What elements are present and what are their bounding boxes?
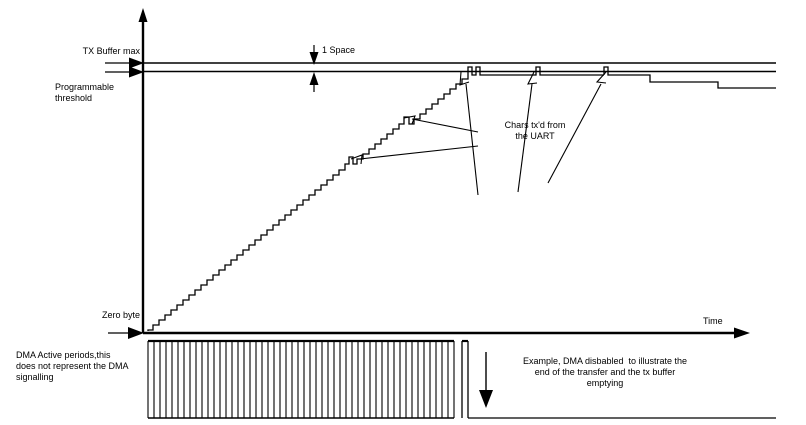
chars-txd-arrow-2	[517, 71, 538, 193]
dma-disabled-pointer	[479, 352, 493, 408]
one-space-label: 1 Space	[322, 45, 356, 55]
programmable-threshold-pointer	[105, 66, 144, 78]
buffer-level-staircase	[147, 75, 469, 331]
dma-disabled-label: Example, DMA disbabled to illustrate the…	[522, 356, 688, 388]
chars-txd-label: Chars tx'd from the UART	[504, 120, 566, 141]
time-axis-label: Time	[703, 316, 723, 326]
buffer-drain-staircase	[603, 66, 776, 89]
dma-final-pulse	[461, 339, 469, 418]
dma-active-block	[147, 339, 455, 419]
y-axis	[138, 8, 148, 333]
chars-txd-arrow-1	[459, 71, 479, 196]
x-axis	[143, 327, 750, 339]
chars-txd-arrow-5	[350, 145, 479, 165]
programmable-threshold-label: Programmable threshold	[55, 82, 115, 103]
zero-byte-pointer	[108, 327, 144, 339]
chars-txd-arrow-4	[403, 115, 479, 133]
dma-active-label: DMA Active periods,this does not represe…	[16, 350, 129, 382]
chars-txd-arrow-3	[547, 71, 607, 184]
one-space-arrow	[309, 45, 319, 92]
tx-buffer-max-pointer	[105, 57, 144, 69]
zero-byte-label: Zero byte	[101, 310, 140, 320]
buffer-plateau-with-notches	[467, 66, 604, 76]
tx-buffer-max-label: TX Buffer max	[82, 46, 140, 56]
